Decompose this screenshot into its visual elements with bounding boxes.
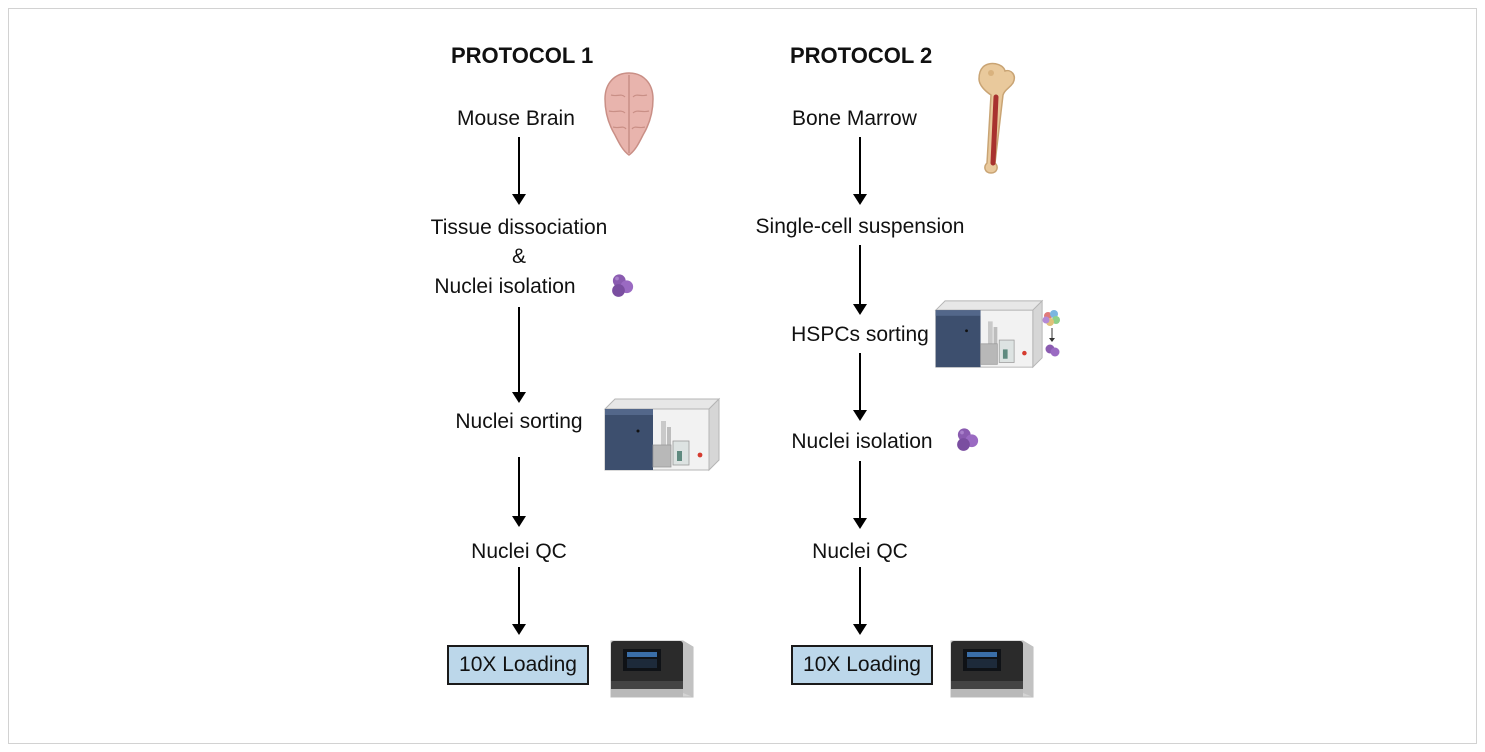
protocol-1-step-1-line-3: Nuclei isolation — [434, 275, 576, 298]
cell-sorter-icon — [932, 299, 1044, 369]
protocol-2-step-2-label: HSPCs sorting — [791, 323, 929, 346]
protocol-1-final-box: 10X Loading — [447, 645, 589, 685]
arrow-p2-5 — [853, 567, 867, 635]
arrow-p1-2 — [512, 307, 526, 403]
protocol-1-step-1-line-1: Tissue dissociation — [430, 216, 608, 239]
protocol-2-step-4-label: Nuclei QC — [812, 540, 908, 563]
arrow-p2-4 — [853, 461, 867, 529]
10x-controller-icon — [605, 635, 695, 700]
protocol-1-step-3-label: Nuclei QC — [471, 540, 567, 563]
protocol-1-step-1-line-2: & — [511, 245, 527, 268]
bone-icon — [978, 62, 1016, 174]
protocol-2-title: PROTOCOL 2 — [790, 43, 933, 68]
nuclei-icon — [953, 425, 983, 455]
cell-sorter-icon — [601, 397, 721, 472]
protocol-2-step-1-label: Single-cell suspension — [755, 215, 965, 238]
protocol-2-source-label: Bone Marrow — [792, 107, 917, 130]
protocol-1-source-label: Mouse Brain — [457, 107, 575, 130]
arrow-p1-4 — [512, 567, 526, 635]
arrow-p2-3 — [853, 353, 867, 421]
protocol-1-step-2-label: Nuclei sorting — [455, 410, 583, 433]
protocol-1-title: PROTOCOL 1 — [451, 43, 594, 68]
arrow-p2-1 — [853, 137, 867, 205]
nuclei-icon — [608, 271, 638, 301]
arrow-p1-1 — [512, 137, 526, 205]
protocol-2-step-3-label: Nuclei isolation — [791, 430, 933, 453]
arrow-p1-3 — [512, 457, 526, 527]
10x-controller-icon — [945, 635, 1035, 700]
protocol-diagram: PROTOCOL 1 Mouse Brain Tissue dissociati… — [8, 8, 1477, 744]
brain-icon — [604, 72, 654, 156]
arrow-p2-2 — [853, 245, 867, 315]
hspc-cells-icon — [1042, 310, 1060, 357]
protocol-2-final-box: 10X Loading — [791, 645, 933, 685]
